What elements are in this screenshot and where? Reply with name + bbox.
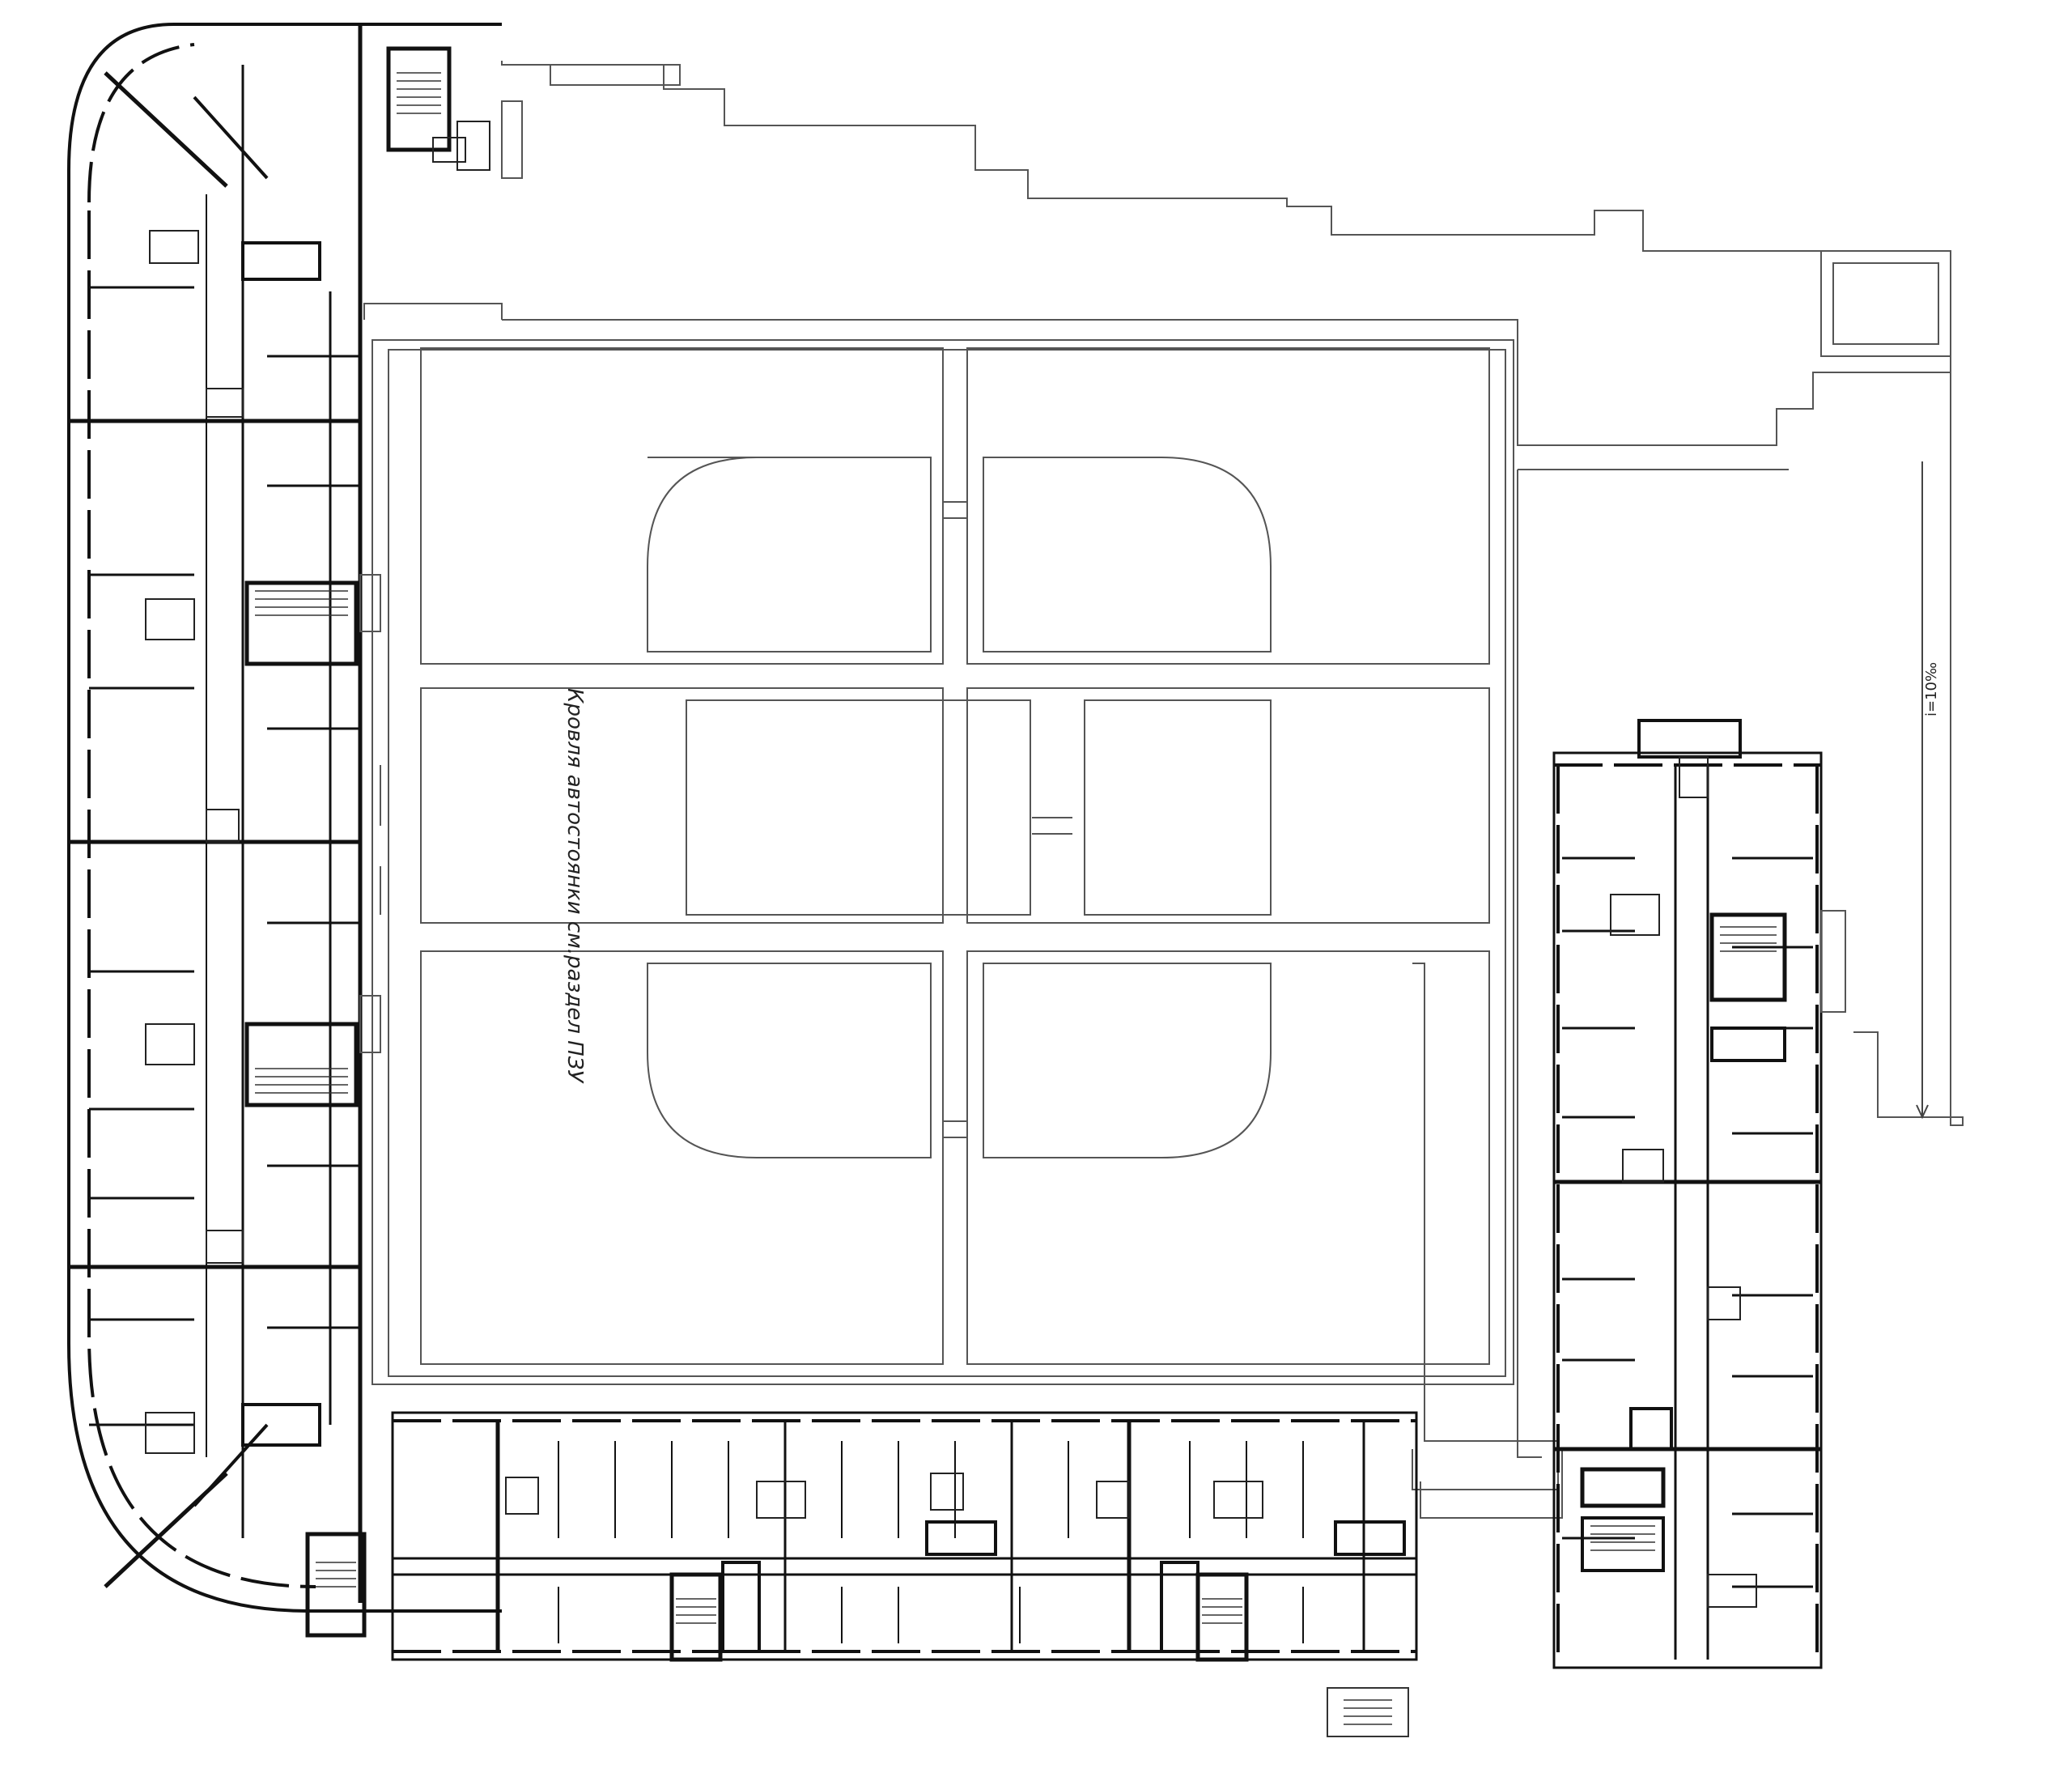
entrance-stair	[1327, 1687, 1409, 1737]
bottom-building	[391, 1411, 1418, 1662]
roof-label: Кровля автостоянки см.раздел ПЗУ	[563, 688, 587, 1084]
left-building	[67, 23, 502, 1638]
bathroom-fixtures	[145, 121, 1757, 1608]
connector-walls	[359, 100, 1846, 1053]
parking-roof-outline	[363, 61, 1964, 1519]
roof-panels	[372, 339, 1514, 1385]
slope-label: i=10‰	[1923, 662, 1940, 716]
stair-treads	[255, 72, 441, 1588]
right-stair-treads	[1590, 926, 1777, 1551]
slope-arrow	[1916, 461, 1929, 1120]
bottom-stair-treads	[676, 1598, 1392, 1725]
